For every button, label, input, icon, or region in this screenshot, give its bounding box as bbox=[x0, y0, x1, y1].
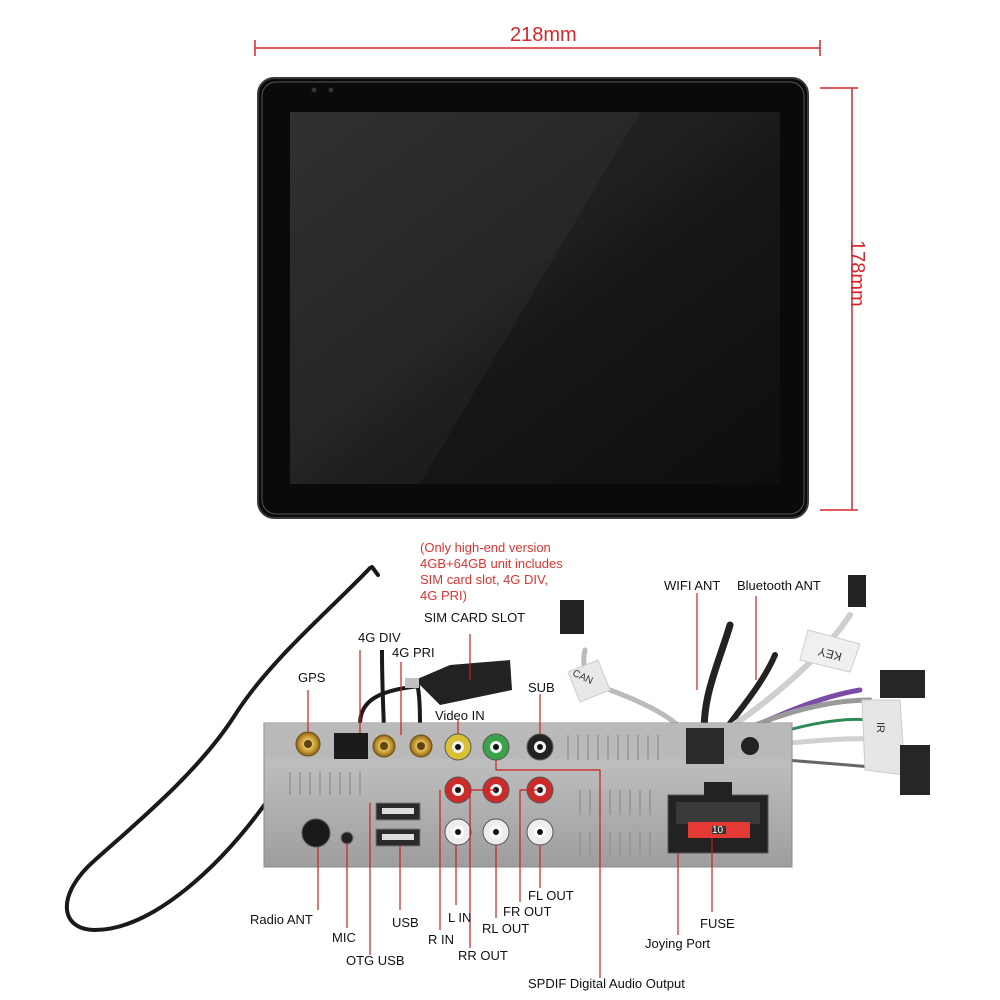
joying-port bbox=[667, 782, 769, 854]
sim-cable bbox=[358, 649, 422, 736]
width-label: 218mm bbox=[510, 24, 577, 46]
label-4g-div: 4G DIV bbox=[358, 630, 401, 645]
usb-port bbox=[375, 828, 421, 847]
label-fuse: FUSE bbox=[700, 916, 735, 931]
note-line-2: 4GB+64GB unit includes bbox=[420, 556, 563, 571]
tablet-screen bbox=[257, 77, 809, 519]
note-line-1: (Only high-end version bbox=[420, 540, 551, 555]
tag-ir: IR bbox=[874, 722, 886, 733]
rca-video-in bbox=[444, 733, 472, 761]
otg-usb-port bbox=[375, 802, 421, 821]
label-l-in: L IN bbox=[448, 910, 472, 925]
sim-module bbox=[405, 660, 512, 705]
label-sim-card-slot: SIM CARD SLOT bbox=[424, 610, 526, 625]
height-dimension-line bbox=[820, 87, 858, 511]
antenna-port bbox=[741, 737, 759, 755]
high-end-version-note: (Only high-end version 4GB+64GB unit inc… bbox=[420, 540, 563, 604]
label-gps: GPS bbox=[298, 670, 326, 685]
sim-card-slot bbox=[334, 733, 368, 759]
rca-sub bbox=[526, 733, 554, 761]
radio-ant-port bbox=[301, 818, 331, 848]
fuse bbox=[688, 822, 750, 838]
label-radio-ant: Radio ANT bbox=[250, 912, 313, 927]
rca-green bbox=[482, 733, 510, 761]
label-4g-pri: 4G PRI bbox=[392, 645, 435, 660]
label-joying-port: Joying Port bbox=[645, 936, 711, 951]
harness-block bbox=[686, 728, 724, 764]
key-tag bbox=[799, 575, 866, 673]
rca-fl-out bbox=[526, 818, 554, 846]
note-line-4: 4G PRI) bbox=[420, 588, 467, 603]
label-sub: SUB bbox=[528, 680, 555, 695]
label-rr-out: RR OUT bbox=[458, 948, 508, 963]
label-mic: MIC bbox=[332, 930, 356, 945]
rca-rl-out bbox=[482, 818, 510, 846]
rca-r-in bbox=[444, 776, 472, 804]
label-fr-out: FR OUT bbox=[503, 904, 552, 919]
label-bluetooth-ant: Bluetooth ANT bbox=[737, 578, 821, 593]
label-rl-out: RL OUT bbox=[482, 921, 530, 936]
height-label: 178mm bbox=[846, 240, 868, 307]
mic-port bbox=[340, 831, 354, 845]
gps-connector bbox=[295, 731, 321, 757]
label-fl-out: FL OUT bbox=[528, 888, 574, 903]
4g-div-connector bbox=[372, 734, 396, 758]
tag-fuse-value: 10 bbox=[712, 825, 724, 836]
label-r-in: R IN bbox=[428, 932, 454, 947]
ir-tag bbox=[861, 670, 930, 795]
4g-pri-connector bbox=[409, 734, 433, 758]
rca-l-in bbox=[444, 818, 472, 846]
label-video-in: Video IN bbox=[435, 708, 485, 723]
leader-lines bbox=[307, 593, 757, 978]
label-wifi-ant: WIFI ANT bbox=[664, 578, 721, 593]
width-dimension-line bbox=[254, 40, 821, 56]
can-tag bbox=[560, 600, 611, 703]
label-usb: USB bbox=[392, 915, 419, 930]
label-spdif: SPDIF Digital Audio Output bbox=[528, 976, 685, 991]
note-line-3: SIM card slot, 4G DIV, bbox=[420, 572, 549, 587]
label-otg-usb: OTG USB bbox=[346, 953, 405, 968]
